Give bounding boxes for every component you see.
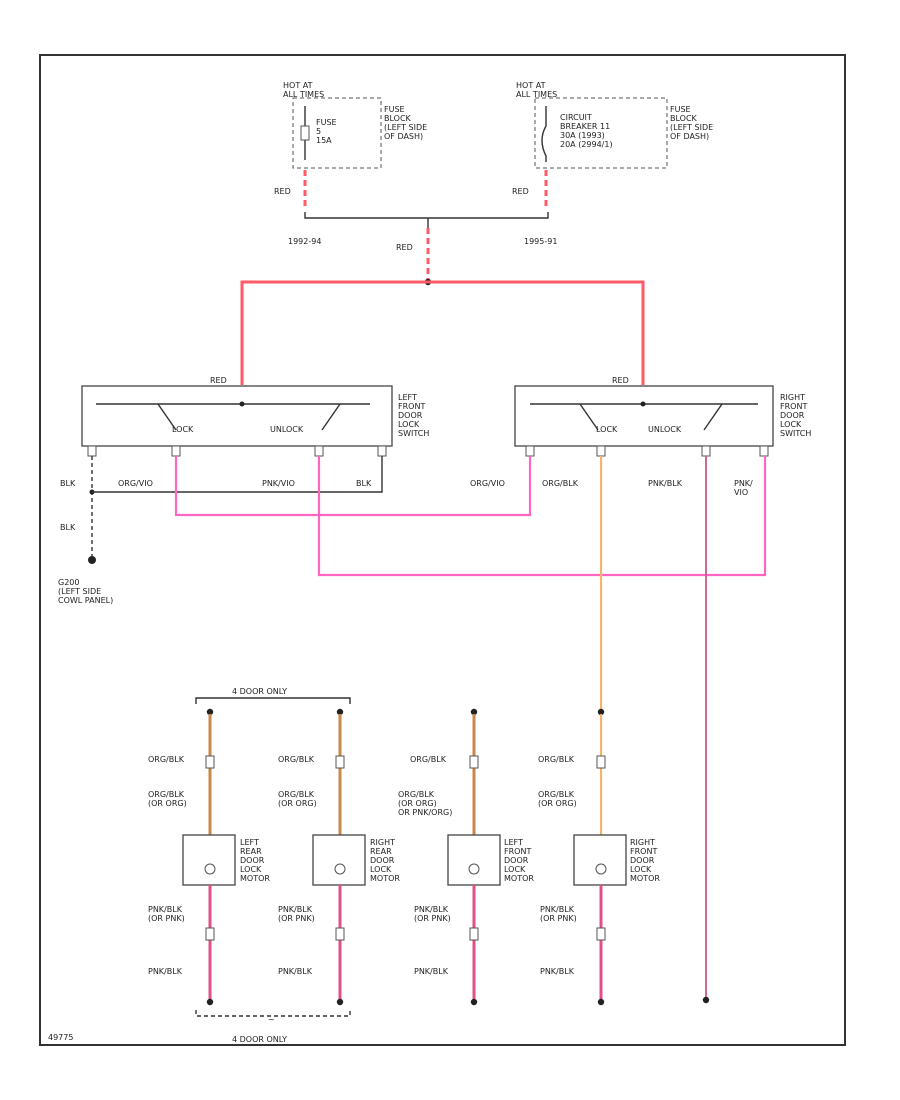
motor3-wire2: ORG/BLK(OR ORG)OR PNK/ORG): [398, 790, 452, 817]
left-switch-red-label: RED: [210, 376, 227, 385]
right-orgvio-label: ORG/VIO: [470, 479, 505, 488]
breaker-year-label: 1995-91: [524, 237, 557, 246]
left-blk2-label: BLK: [356, 479, 372, 488]
diagram-frame: [39, 54, 846, 1046]
motor2-wire4: PNK/BLK: [278, 967, 313, 976]
motor4-wire1: ORG/BLK: [538, 755, 575, 764]
left-pnkvio-label: PNK/VIO: [262, 479, 295, 488]
feed-bracket: [304, 212, 549, 219]
door4-top-label: 4 DOOR ONLY: [232, 687, 287, 696]
right-pnkvio-label: PNK/VIO: [734, 479, 753, 497]
ground-icon: [88, 556, 96, 564]
motor3-wire4: PNK/BLK: [414, 967, 449, 976]
door4-bottom-label: 4 DOOR ONLY: [232, 1035, 287, 1044]
orgvio-crosswire: [174, 456, 532, 517]
motor2-wire2: ORG/BLK(OR ORG): [278, 790, 317, 808]
motor1-wire3: PNK/BLK(OR PNK): [148, 905, 185, 923]
left-orgvio-label: ORG/VIO: [118, 479, 153, 488]
fuse-icon: [300, 125, 310, 141]
splice-wire-label: RED: [396, 243, 413, 252]
breaker-wire-label: RED: [512, 187, 529, 196]
left-switch-unlock-label: UNLOCK: [270, 425, 304, 434]
motor4-wire3: PNK/BLK(OR PNK): [540, 905, 577, 923]
fuse-year-label: 1992-94: [288, 237, 321, 246]
motor1-wire2: ORG/BLK(OR ORG): [148, 790, 187, 808]
left-blk3-label: BLK: [60, 523, 76, 532]
red-bus: [240, 280, 645, 385]
motor1-wire4: PNK/BLK: [148, 967, 183, 976]
svg-text:~: ~: [268, 1015, 275, 1024]
fuse-block-outline: [292, 97, 382, 169]
right-switch-outline: [514, 385, 774, 447]
right-switch-lock-label: LOCK: [596, 425, 618, 434]
motor4-wire4: PNK/BLK: [540, 967, 575, 976]
door4-bottom-bracket: [195, 1010, 351, 1017]
right-switch-red-label: RED: [612, 376, 629, 385]
fuse-wire-label: RED: [274, 187, 291, 196]
motor4-wire2: ORG/BLK(OR ORG): [538, 790, 577, 808]
left-blk1-label: BLK: [60, 479, 76, 488]
right-pnkblk-label: PNK/BLK: [648, 479, 683, 488]
motor3-wire1: ORG/BLK: [410, 755, 447, 764]
footer-code: 49775: [48, 1033, 73, 1042]
breaker-block-outline: [534, 97, 668, 169]
right-orgblk-label: ORG/BLK: [542, 479, 579, 488]
right-switch-unlock-label: UNLOCK: [648, 425, 682, 434]
motor1-wire1: ORG/BLK: [148, 755, 185, 764]
motor2-wire3: PNK/BLK(OR PNK): [278, 905, 315, 923]
door4-top-bracket: [195, 697, 351, 704]
left-switch-lock-label: LOCK: [172, 425, 194, 434]
pnkvio-crosswire: [317, 456, 767, 577]
left-switch-outline: [81, 385, 393, 447]
motor2-wire1: ORG/BLK: [278, 755, 315, 764]
motor3-wire3: PNK/BLK(OR PNK): [414, 905, 451, 923]
